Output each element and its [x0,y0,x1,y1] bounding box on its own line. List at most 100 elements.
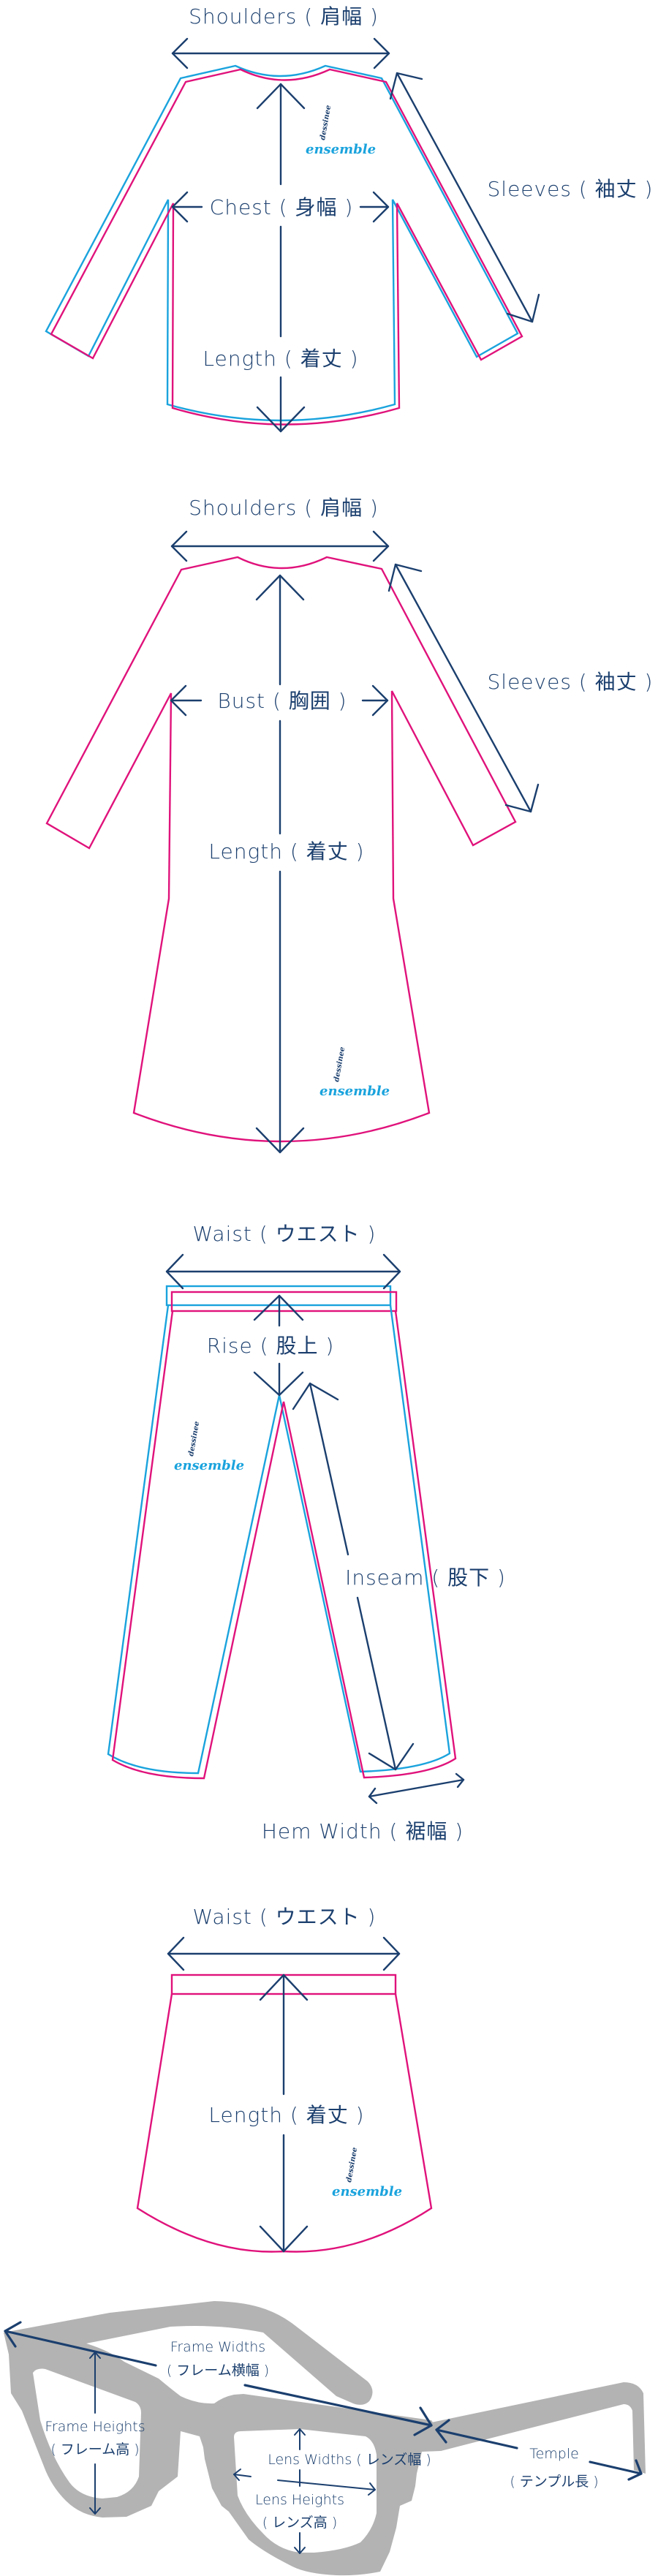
shirt-outline-pink [50,68,523,426]
dress-length-dimension: Length ( 着丈 ) [208,574,364,1154]
shirt-length-dimension: Length ( 着丈 ) [203,83,358,433]
skirt-length-label: Length ( 着丈 ) [208,2103,364,2127]
arrowhead-up-icon [389,72,423,100]
skirt-waist-label: Waist ( ウエスト ) [193,1905,377,1929]
pants-waistband-pink [170,1291,398,1312]
temple-label: Temple [529,2446,579,2462]
inseam-arrow-line-top [309,1382,349,1556]
pants-waist-label: Waist ( ウエスト ) [193,1222,377,1246]
shirt-sleeves-label: Sleeves ( 袖丈 ) [488,177,654,201]
arrowhead-left-icon [170,684,187,717]
dress-sleeves-label: Sleeves ( 袖丈 ) [488,670,654,694]
shirt-chest-dimension: Chest ( 身幅 ) [171,191,390,223]
glasses-near-temple [431,2382,646,2474]
pants-outline-pink [111,1310,457,1780]
dress-length-label: Length ( 着丈 ) [208,839,364,864]
frame-widths-arrow-line-left [4,2330,157,2367]
arrowhead-right-icon [627,2459,643,2481]
pants-inseam-label: Inseam ( 股下 ) [345,1565,506,1590]
arrowhead-up-icon [255,574,305,601]
glasses-lens-heights-dimension: Lens Heights ( レンズ高 ) [255,2428,344,2554]
inseam-arrow-line-bottom [356,1596,397,1771]
arrowhead-left-icon [368,1787,378,1805]
lens-widths-label: Lens Widths ( レンズ幅 ) [268,2452,431,2468]
frame-widths-label: Frame Widths [170,2339,265,2355]
arrowhead-down-icon [89,2507,101,2515]
pants-hem-width-dimension: Hem Width ( 裾幅 ) [262,1772,465,1843]
arrowhead-up-icon [292,1382,339,1410]
dress-shoulders-dimension: Shoulders ( 肩幅 ) [170,496,390,562]
pants-diagram: ensemble dessinee Waist ( ウエスト ) Rise ( … [107,1222,506,1843]
arrowhead-down-icon [256,406,306,433]
skirt-length-dimension: Length ( 着丈 ) [208,1973,364,2253]
arrowhead-right-icon [373,37,390,69]
brand-logo: ensemble dessinee [174,1421,244,1473]
sleeves-arrow-line [394,563,532,813]
lens-widths-arrow-line-left [233,2474,252,2477]
dress-outline [45,556,517,1143]
temple-arrow-line-right [589,2460,643,2475]
glasses-temple-dimension: Temple ( テンプル長 ) [435,2419,643,2490]
brand-logo: ensemble dessinee [332,2147,402,2199]
arrowhead-left-icon [171,37,189,69]
arrowhead-right-icon [382,1936,401,1971]
frame-widths-label-jp: ( フレーム横幅 ) [167,2362,269,2379]
brand-logo: ensemble dessinee [306,105,376,157]
logo-horizontal-word: ensemble [174,1458,244,1473]
logo-horizontal-word: ensemble [332,2184,402,2199]
arrowhead-right-icon [372,191,390,223]
dress-shoulders-label: Shoulders ( 肩幅 ) [189,496,379,520]
arrowhead-right-icon [371,684,389,717]
shirt-shoulders-dimension: Shoulders ( 肩幅 ) [171,4,390,69]
shirt-outline-cyan [45,64,519,422]
glasses-left-lens [33,2368,141,2498]
frame-heights-label-jp: ( フレーム高 ) [50,2441,139,2458]
arrowhead-down-icon [253,1371,304,1397]
pants-inseam-dimension: Inseam ( 股下 ) [292,1382,506,1771]
arrowhead-down-icon [506,293,540,323]
skirt-waist-dimension: Waist ( ウエスト ) [167,1905,401,1971]
pants-hem-width-label: Hem Width ( 裾幅 ) [262,1819,464,1843]
dress-sleeves-dimension: Sleeves ( 袖丈 ) [387,563,654,813]
logo-vertical-word: dessinee [187,1421,201,1457]
glasses-right-lens [234,2429,377,2553]
shirt-length-label: Length ( 着丈 ) [203,347,358,371]
pants-rise-dimension: Rise ( 股上 ) [207,1294,335,1397]
glasses-lens-widths-dimension: Lens Widths ( レンズ幅 ) [233,2452,431,2496]
arrowhead-right-icon [413,2406,433,2436]
arrowhead-down-icon [259,2225,309,2253]
arrowhead-down-icon [504,783,540,813]
glasses-frame-heights-dimension: Frame Heights ( フレーム高 ) [45,2352,145,2515]
brand-logo: ensemble dessinee [319,1046,390,1099]
arrowhead-left-icon [170,530,188,562]
temple-arrow-line-left [435,2428,518,2450]
arrowhead-right-icon [455,1772,465,1789]
pants-rise-label: Rise ( 股上 ) [207,1334,335,1358]
shirt-diagram: ensemble dessinee Shoulders ( 肩幅 ) Lengt… [45,4,654,433]
pants-waist-dimension: Waist ( ウエスト ) [165,1222,401,1290]
lens-heights-label-jp: ( レンズ高 ) [262,2515,338,2531]
glasses-frame-widths-dimension: Frame Widths ( フレーム横幅 ) [4,2321,433,2436]
arrowhead-left-icon [171,191,189,223]
arrowhead-down-icon [368,1742,415,1771]
arrowhead-up-icon [253,1294,304,1321]
logo-vertical-word: dessinee [319,105,333,141]
dress-bust-label: Bust ( 胸囲 ) [217,689,347,713]
lens-heights-label: Lens Heights [255,2492,344,2508]
arrowhead-left-icon [435,2419,450,2444]
skirt-diagram: ensemble dessinee Waist ( ウエスト ) Length … [136,1905,433,2253]
glasses-far-temple [4,2301,373,2405]
logo-vertical-word: dessinee [345,2147,359,2183]
logo-horizontal-word: ensemble [319,1084,390,1099]
lens-widths-arrow-line-right [277,2479,376,2490]
temple-label-jp: ( テンプル長 ) [510,2474,598,2490]
frame-heights-label: Frame Heights [45,2419,145,2435]
shirt-chest-label: Chest ( 身幅 ) [210,195,354,219]
dress-bust-dimension: Bust ( 胸囲 ) [170,684,389,717]
shirt-sleeves-dimension: Sleeves ( 袖丈 ) [389,72,654,323]
frame-widths-arrow-line-right [243,2384,433,2427]
arrowhead-up-icon [259,1973,309,2001]
logo-horizontal-word: ensemble [306,142,376,157]
arrowhead-right-icon [368,2482,376,2496]
